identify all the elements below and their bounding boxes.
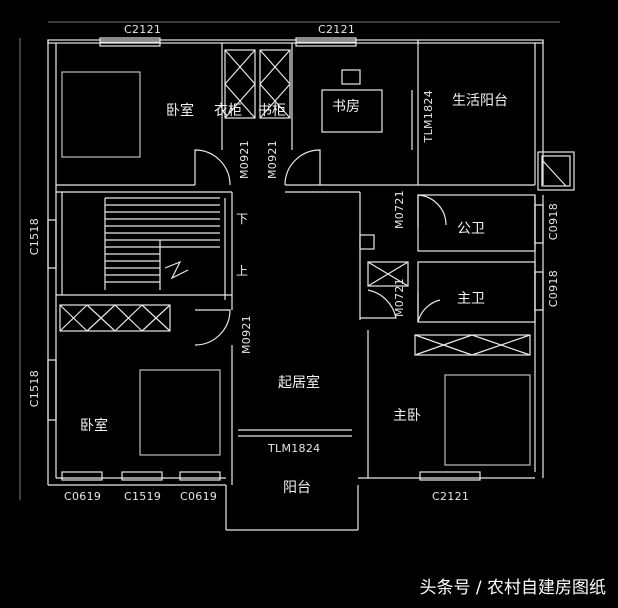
master-wardrobe <box>414 334 531 356</box>
door-m0921-b-swing <box>284 149 321 186</box>
code-c0619-a: C0619 <box>64 490 102 503</box>
door-m0721-b-swing <box>417 292 441 323</box>
bedroom-sw-wardrobe-x4 <box>86 304 116 332</box>
code-m0721-a: M0721 <box>393 190 406 229</box>
code-c2121-top-left: C2121 <box>124 23 162 36</box>
study-desk <box>321 89 383 133</box>
label-public-bath: 公卫 <box>457 221 485 237</box>
window-c0918-b <box>534 271 544 311</box>
window-c0918-a <box>534 204 544 244</box>
label-utility-balcony: 生活阳台 <box>452 93 508 109</box>
window-c1519 <box>121 471 163 481</box>
window-c0619-a <box>61 471 103 481</box>
bookshelf-x4 <box>259 83 291 119</box>
code-tlm1824-bottom: TLM1824 <box>268 442 321 455</box>
label-study: 书房 <box>332 99 360 115</box>
bedroom-sw-wardrobe-x6 <box>114 304 143 332</box>
code-m0921-c: M0921 <box>240 315 253 354</box>
bath-vent <box>359 234 375 250</box>
utility-sink-inner <box>541 155 571 187</box>
code-m0721-b: M0721 <box>393 278 406 317</box>
label-bookshelf: 书柜 <box>258 103 286 119</box>
label-master-bath: 主卫 <box>457 291 485 307</box>
label-bedroom-nw: 卧室 <box>166 103 194 119</box>
label-wardrobe: 衣柜 <box>214 103 242 119</box>
code-c1519: C1519 <box>124 490 162 503</box>
wardrobe-x4 <box>224 83 256 119</box>
code-m0921-b: M0921 <box>266 140 279 179</box>
bedroom-sw-wardrobe-x8 <box>141 304 171 332</box>
label-living: 起居室 <box>278 375 320 391</box>
watermark: 头条号 / 农村自建房图纸 <box>419 578 606 598</box>
code-c1518-a: C1518 <box>28 218 41 256</box>
bookshelf-x2 <box>259 49 291 85</box>
stair-treads <box>105 197 220 283</box>
master-bed <box>444 374 531 466</box>
door-m0921-c-swing <box>194 309 231 346</box>
master-wardrobe-x4 <box>471 334 531 356</box>
bedroom-sw-wardrobe-x2 <box>59 304 88 332</box>
master-bath-cabinet <box>367 261 409 287</box>
door-m0921-a-swing <box>194 149 231 186</box>
label-balcony: 阳台 <box>283 480 311 496</box>
stair-break-line <box>164 260 189 280</box>
code-tlm1824-right: TLM1824 <box>422 90 435 143</box>
window-c1518-a <box>47 219 57 269</box>
wardrobe-x2 <box>224 49 256 85</box>
label-bedroom-sw: 卧室 <box>80 418 108 434</box>
code-c2121-bottom: C2121 <box>432 490 470 503</box>
code-c2121-top-mid: C2121 <box>318 23 356 36</box>
master-wardrobe-x2 <box>414 334 473 356</box>
code-m0921-a: M0921 <box>238 140 251 179</box>
code-c0918-a: C0918 <box>547 203 560 241</box>
bedroom-sw-wardrobe <box>59 304 171 332</box>
window-c1518-b <box>47 359 57 421</box>
label-stair-down: 下 <box>236 212 249 226</box>
door-m0721-b-frame <box>360 289 397 319</box>
window-c2121-bottom <box>419 471 481 481</box>
utility-sink-drain <box>541 159 567 187</box>
bedroom-sw-bed <box>139 369 221 456</box>
window-c0619-b <box>179 471 221 481</box>
utility-sink-outer <box>537 151 575 191</box>
master-bath-cabinet-x2 <box>367 261 409 287</box>
code-c0918-b: C0918 <box>547 270 560 308</box>
bedroom-nw-bed <box>61 71 141 158</box>
code-c0619-b: C0619 <box>180 490 218 503</box>
door-m0721-a-swing <box>417 194 447 228</box>
label-stair-up: 上 <box>236 264 249 278</box>
study-chair <box>341 69 361 85</box>
wall-top-right <box>417 39 544 44</box>
code-c1518-b: C1518 <box>28 370 41 408</box>
label-master-bedroom: 主卧 <box>393 408 421 424</box>
